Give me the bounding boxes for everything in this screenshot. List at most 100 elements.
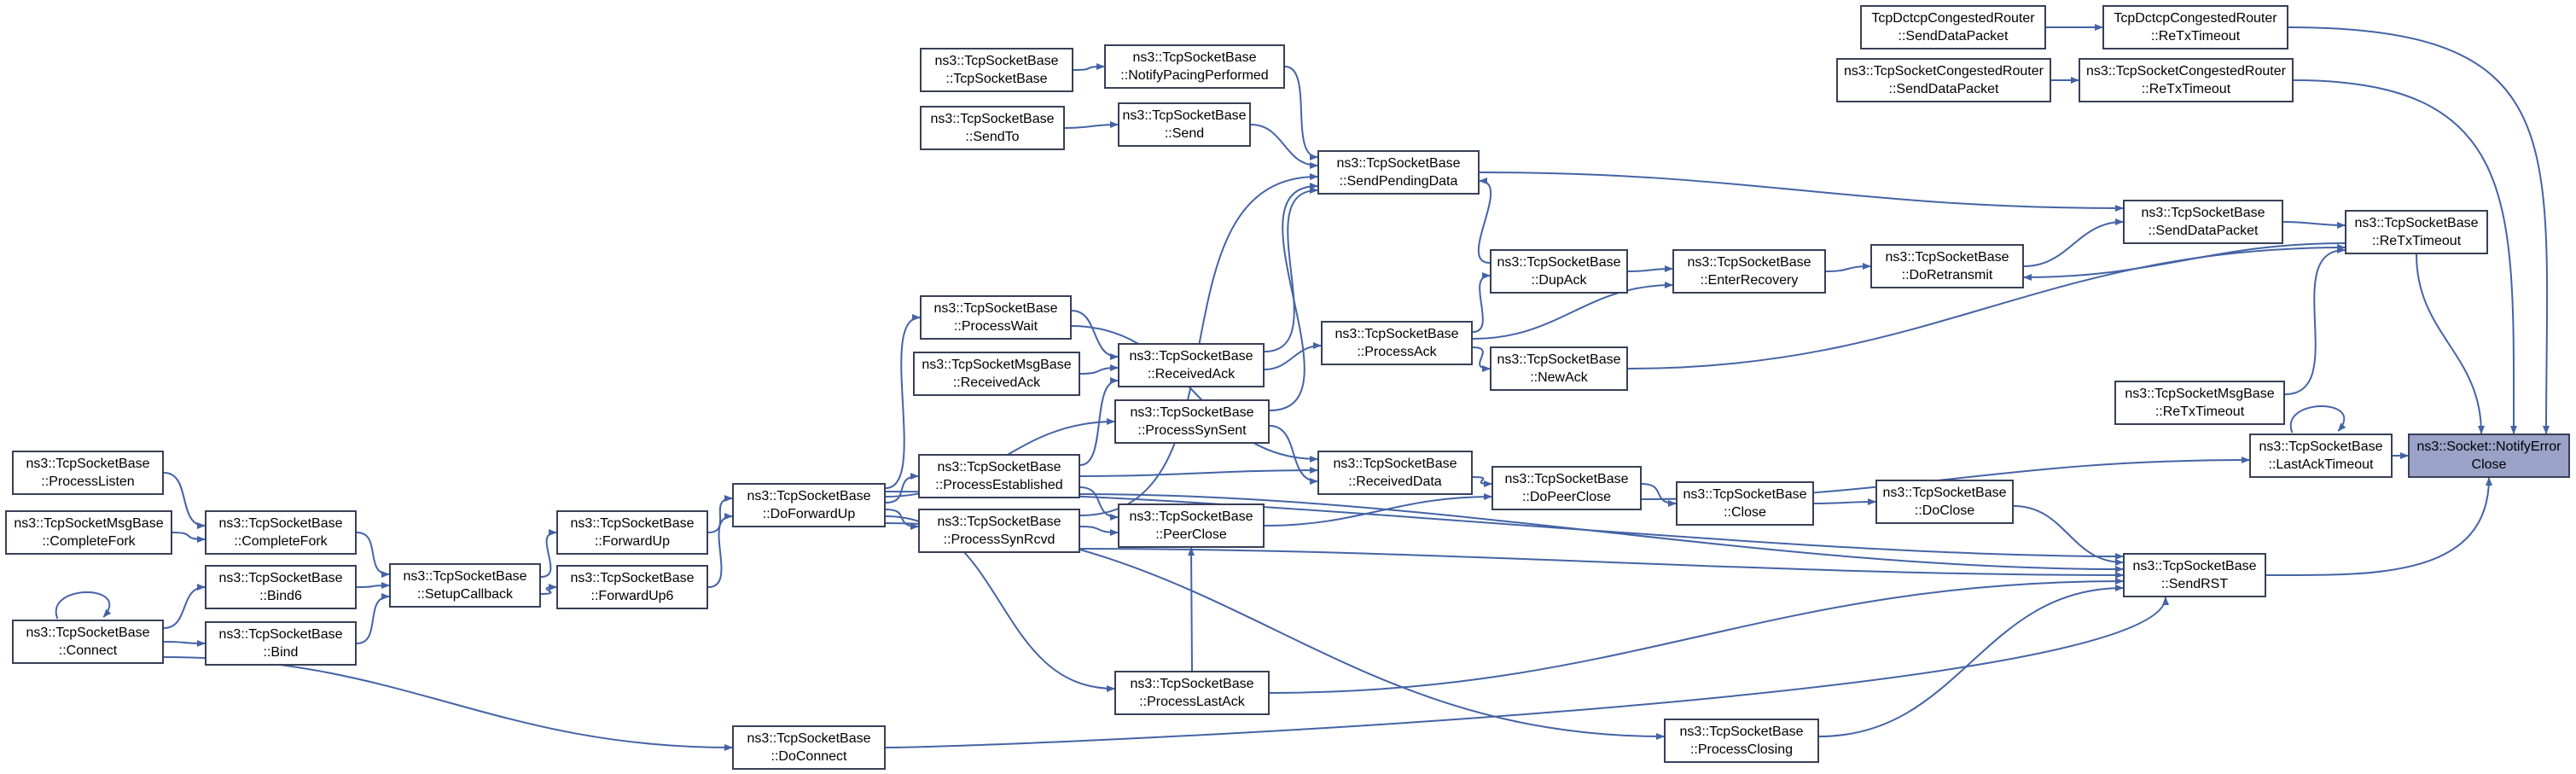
graph-node-label: ::ProcessAck — [1357, 345, 1437, 359]
graph-node-notifyPacingPerformed[interactable]: ns3::TcpSocketBase::NotifyPacingPerforme… — [1104, 44, 1285, 89]
graph-node-msgReceivedAck[interactable]: ns3::TcpSocketMsgBase::ReceivedAck — [913, 352, 1080, 396]
graph-node-label: ns3::TcpSocketBase — [1885, 250, 2009, 265]
graph-edge-forwardUp6-to-doForwardUp — [707, 513, 733, 588]
graph-edge-newAck-to-reTxTimeout — [1627, 244, 2346, 370]
graph-node-doConnect[interactable]: ns3::TcpSocketBase::DoConnect — [732, 725, 886, 770]
graph-node-label: ns3::TcpSocketBase — [1336, 156, 1461, 171]
graph-edge-processAck-to-enterRecovery — [1472, 282, 1673, 340]
graph-node-label: ::PeerClose — [1155, 527, 1227, 542]
graph-node-processSynRcvd[interactable]: ns3::TcpSocketBase::ProcessSynRcvd — [918, 509, 1080, 553]
graph-node-label: ::ReTxTimeout — [2141, 82, 2231, 96]
graph-node-forwardUp6[interactable]: ns3::TcpSocketBase::ForwardUp6 — [556, 565, 708, 609]
graph-node-label: ns3::TcpSocketBase — [26, 626, 150, 640]
graph-node-label: TcpDctcpCongestedRouter — [2114, 11, 2277, 26]
graph-node-send[interactable]: ns3::TcpSocketBase::Send — [1118, 102, 1251, 147]
graph-node-peerClose[interactable]: ns3::TcpSocketBase::PeerClose — [1118, 503, 1265, 548]
graph-node-label: ::CompleteFork — [42, 534, 136, 549]
graph-edge-connect-to-bind6 — [163, 584, 206, 629]
graph-edge-receivedAck-to-sendPendingData — [1264, 187, 1318, 352]
graph-node-congSendDataPacket[interactable]: ns3::TcpSocketCongestedRouter::SendDataP… — [1836, 58, 2051, 102]
graph-node-label: ns3::TcpSocketBase — [747, 731, 871, 746]
graph-node-processListen[interactable]: ns3::TcpSocketBase::ProcessListen — [12, 451, 164, 495]
graph-node-sendTo[interactable]: ns3::TcpSocketBase::SendTo — [920, 106, 1065, 150]
graph-node-processAck[interactable]: ns3::TcpSocketBase::ProcessAck — [1321, 321, 1473, 365]
graph-node-label: ns3::TcpSocketBase — [570, 571, 695, 585]
graph-node-msgReTxTimeout[interactable]: ns3::TcpSocketMsgBase::ReTxTimeout — [2114, 381, 2285, 425]
graph-node-doRetransmit[interactable]: ns3::TcpSocketBase::DoRetransmit — [1870, 244, 2024, 288]
graph-node-receivedData[interactable]: ns3::TcpSocketBase::ReceivedData — [1317, 451, 1473, 495]
graph-edge-doForwardUp-to-processWait — [885, 314, 921, 489]
graph-node-label: ns3::TcpSocketBase — [218, 627, 343, 642]
graph-node-processClosing[interactable]: ns3::TcpSocketBase::ProcessClosing — [1664, 719, 1819, 763]
graph-node-sendPendingData[interactable]: ns3::TcpSocketBase::SendPendingData — [1317, 150, 1480, 195]
graph-node-label: ::SendDataPacket — [1888, 82, 1999, 96]
graph-node-label: ns3::TcpSocketBase — [933, 301, 1058, 316]
graph-node-label: ns3::TcpSocketBase — [403, 569, 527, 584]
graph-node-receivedAck[interactable]: ns3::TcpSocketBase::ReceivedAck — [1118, 343, 1265, 387]
graph-edge-doPeerClose-to-close — [1641, 483, 1677, 507]
graph-node-ctor[interactable]: ns3::TcpSocketBase::TcpSocketBase — [920, 48, 1073, 92]
graph-edge-enterRecovery-to-doRetransmit — [1825, 263, 1871, 272]
graph-node-setupCallback[interactable]: ns3::TcpSocketBase::SetupCallback — [389, 563, 541, 608]
graph-node-bind6[interactable]: ns3::TcpSocketBase::Bind6 — [205, 565, 357, 609]
graph-node-dupAck[interactable]: ns3::TcpSocketBase::DupAck — [1490, 249, 1628, 294]
graph-node-dctcpReTxTimeout[interactable]: TcpDctcpCongestedRouter::ReTxTimeout — [2102, 5, 2288, 49]
graph-edge-sendTo-to-send — [1064, 121, 1119, 129]
graph-node-doClose[interactable]: ns3::TcpSocketBase::DoClose — [1875, 480, 2014, 524]
graph-node-label: ::DupAck — [1531, 273, 1587, 288]
graph-node-label: ::SetupCallback — [416, 587, 514, 602]
graph-node-label: ns3::TcpSocketBase — [218, 571, 343, 585]
graph-node-processEstablished[interactable]: ns3::TcpSocketBase::ProcessEstablished — [918, 454, 1080, 498]
graph-node-processWait[interactable]: ns3::TcpSocketBase::ProcessWait — [920, 295, 1072, 340]
graph-edge-processEstablished-to-receivedData — [1079, 467, 1318, 477]
graph-node-label: ns3::TcpSocketBase — [937, 515, 1061, 529]
graph-node-processSynSent[interactable]: ns3::TcpSocketBase::ProcessSynSent — [1114, 399, 1270, 444]
graph-node-bind[interactable]: ns3::TcpSocketBase::Bind — [205, 621, 357, 666]
graph-edge-processSynSent-to-receivedData — [1269, 425, 1318, 485]
graph-node-label: ::ProcessEstablished — [935, 478, 1063, 492]
graph-edge-processEstablished-to-sendRST — [1079, 493, 2124, 573]
graph-edge-processLastAck-to-sendRST — [1269, 578, 2124, 694]
graph-node-label: ::Close — [1724, 505, 1766, 520]
graph-node-label: ns3::TcpSocketMsgBase — [2125, 387, 2275, 401]
graph-node-reTxTimeout[interactable]: ns3::TcpSocketBase::ReTxTimeout — [2345, 210, 2488, 254]
graph-node-connect[interactable]: ns3::TcpSocketBase::Connect — [12, 620, 164, 664]
graph-node-enterRecovery[interactable]: ns3::TcpSocketBase::EnterRecovery — [1672, 249, 1826, 294]
graph-edge-doForwardUp-to-processClosing — [885, 522, 1665, 740]
graph-node-msgCompleteFork[interactable]: ns3::TcpSocketMsgBase::CompleteFork — [5, 510, 172, 555]
graph-node-label: Close — [2471, 457, 2507, 472]
graph-node-congReTxTimeout[interactable]: ns3::TcpSocketCongestedRouter::ReTxTimeo… — [2079, 58, 2294, 102]
graph-node-close[interactable]: ns3::TcpSocketBase::Close — [1676, 481, 1814, 526]
graph-node-processLastAck[interactable]: ns3::TcpSocketBase::ProcessLastAck — [1114, 671, 1270, 715]
graph-node-doForwardUp[interactable]: ns3::TcpSocketBase::DoForwardUp — [732, 483, 886, 527]
graph-node-forwardUp[interactable]: ns3::TcpSocketBase::ForwardUp — [556, 510, 708, 555]
graph-node-label: ns3::TcpSocketBase — [2259, 439, 2383, 454]
graph-edge-processSynRcvd-to-peerClose — [1079, 526, 1119, 536]
graph-node-completeFork[interactable]: ns3::TcpSocketBase::CompleteFork — [205, 510, 357, 555]
graph-edge-processSynRcvd-to-sendRST — [1079, 548, 2124, 579]
graph-node-label: ns3::TcpSocketBase — [1687, 255, 1811, 270]
graph-edge-doForwardUp-to-processEstablished — [885, 473, 919, 503]
graph-node-lastAckTimeout[interactable]: ns3::TcpSocketBase::LastAckTimeout — [2249, 434, 2393, 478]
graph-node-label: ::DoClose — [1914, 503, 1975, 518]
graph-edge-processClosing-to-sendRST — [1818, 585, 2124, 737]
graph-node-sendRST[interactable]: ns3::TcpSocketBase::SendRST — [2123, 553, 2266, 597]
graph-node-label: ns3::TcpSocketBase — [1132, 50, 1257, 65]
graph-edge-congReTxTimeout-to-notifyErrorClose — [2293, 79, 2518, 434]
graph-edge-ctor-to-notifyPacingPerformed — [1073, 63, 1105, 71]
graph-node-sendDataPacket[interactable]: ns3::TcpSocketBase::SendDataPacket — [2123, 200, 2283, 244]
graph-node-label: ns3::TcpSocketBase — [1882, 486, 2007, 500]
graph-node-label: ::ProcessListen — [41, 474, 135, 489]
graph-node-newAck[interactable]: ns3::TcpSocketBase::NewAck — [1490, 346, 1628, 391]
graph-edge-processEstablished-to-peerClose — [1079, 486, 1119, 521]
graph-edge-bind6-to-setupCallback — [356, 582, 390, 590]
graph-edge-msgReTxTimeout-to-reTxTimeout — [2284, 247, 2346, 395]
graph-node-label: ns3::TcpSocketBase — [747, 489, 871, 503]
graph-edge-processLastAck-to-peerClose — [1188, 547, 1195, 672]
graph-node-dctcpSendDataPacket[interactable]: TcpDctcpCongestedRouter::SendDataPacket — [1860, 5, 2046, 49]
graph-node-label: ::ReTxTimeout — [2154, 404, 2245, 419]
graph-node-label: ns3::TcpSocketBase — [1504, 472, 1629, 486]
graph-node-doPeerClose[interactable]: ns3::TcpSocketBase::DoPeerClose — [1492, 466, 1642, 510]
graph-node-label: ::SendTo — [965, 130, 1020, 144]
